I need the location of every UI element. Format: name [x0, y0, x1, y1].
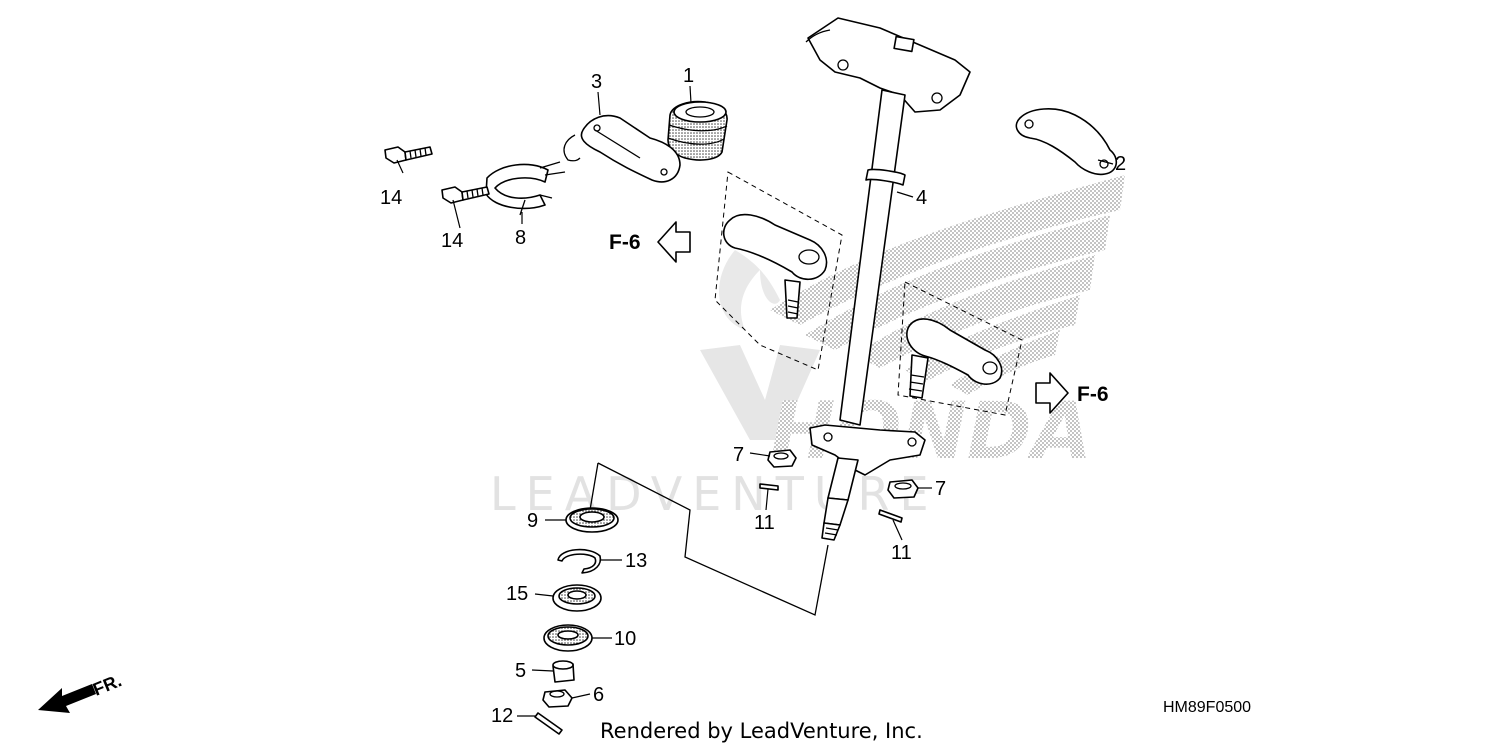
front-direction-label: FR. — [90, 670, 124, 699]
reference-arrow-left[interactable]: F-6 — [609, 221, 691, 263]
clamp-part-8 — [485, 161, 566, 216]
leadventure-watermark: LEADVENTURE — [490, 467, 939, 521]
render-credit: Rendered by LeadVenture, Inc. — [600, 719, 923, 743]
callout-12: 12 — [491, 705, 513, 727]
bolt-part-14-upper — [384, 146, 433, 164]
callout-2: 2 — [1115, 153, 1126, 175]
bolt-part-14-lower — [441, 186, 490, 204]
reference-arrow-icon — [657, 221, 691, 263]
tie-rod-end-right — [897, 281, 1023, 416]
leader-lines — [396, 85, 1114, 717]
callout-8: 8 — [515, 227, 526, 249]
dust-seal-part-10 — [543, 624, 593, 652]
callout-11-right: 11 — [891, 542, 912, 564]
callout-14-lower: 14 — [441, 230, 463, 252]
callout-10: 10 — [614, 628, 636, 650]
collar-part-5 — [552, 660, 575, 683]
bearing-part-15 — [552, 584, 602, 612]
front-direction-arrow-icon — [38, 684, 96, 713]
bushing-part-1 — [667, 100, 728, 161]
tie-rod-end-left — [714, 171, 843, 371]
callout-7-left: 7 — [733, 444, 744, 466]
callout-9: 9 — [527, 510, 538, 532]
callout-1: 1 — [683, 65, 694, 87]
exploded-group-outline — [597, 462, 829, 616]
nut-part-7-left — [767, 449, 797, 468]
castle-nut-part-6 — [542, 689, 573, 708]
callout-6: 6 — [593, 684, 604, 706]
snap-ring-part-13 — [557, 548, 602, 574]
callout-4: 4 — [916, 187, 927, 209]
callout-7-right: 7 — [935, 478, 946, 500]
callout-5: 5 — [515, 660, 526, 682]
oil-seal-part-9 — [565, 507, 619, 533]
exploded-group-leader — [589, 462, 599, 511]
reference-left-label[interactable]: F-6 — [609, 231, 641, 254]
reference-arrow-icon — [1035, 372, 1069, 414]
shaft-holder-part-2 — [1015, 108, 1118, 176]
reference-right-label[interactable]: F-6 — [1077, 383, 1109, 406]
front-direction-indicator: FR. — [38, 670, 124, 713]
callout-13: 13 — [625, 550, 647, 572]
reference-arrow-right[interactable]: F-6 — [1035, 372, 1109, 414]
nut-part-7-right — [887, 479, 919, 499]
callout-11-left: 11 — [754, 512, 775, 534]
steering-shaft-part-4 — [805, 17, 971, 541]
cotter-pin-part-11-right — [878, 509, 903, 523]
seal-bracket-part-3 — [563, 114, 681, 183]
cotter-pin-part-12 — [534, 712, 563, 735]
callout-14-upper: 14 — [380, 187, 402, 209]
diagram-code: HM89F0500 — [1163, 699, 1251, 716]
callout-3: 3 — [591, 71, 602, 93]
callout-15: 15 — [506, 583, 528, 605]
cotter-pin-part-11-left — [759, 483, 779, 491]
